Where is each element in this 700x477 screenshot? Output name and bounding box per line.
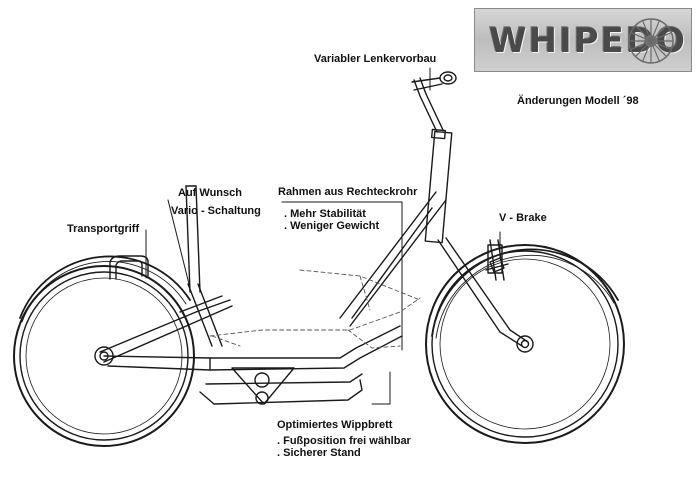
label-brake: V - Brake bbox=[499, 212, 547, 224]
label-board-item1: . Fußposition frei wählbar bbox=[277, 435, 411, 447]
center-pivot bbox=[231, 367, 295, 405]
label-option-title: Auf Wunsch bbox=[178, 187, 242, 199]
rear-fender bbox=[19, 255, 191, 319]
down-tube bbox=[339, 191, 447, 327]
transport-handle bbox=[109, 255, 149, 280]
label-handlebar: Variabler Lenkervorbau bbox=[314, 53, 437, 65]
label-frame-title: Rahmen aus Rechteckrohr bbox=[278, 186, 418, 198]
sun-icon bbox=[628, 18, 674, 64]
front-fender bbox=[431, 248, 619, 337]
rear-wheel bbox=[13, 265, 195, 447]
front-wheel bbox=[425, 244, 625, 444]
label-board-title: Optimiertes Wippbrett bbox=[277, 419, 393, 431]
label-frame-item1: . Mehr Stabilität bbox=[284, 208, 366, 220]
label-board-item2: . Sicherer Stand bbox=[277, 447, 361, 459]
head-tube bbox=[424, 128, 453, 244]
footboard bbox=[103, 325, 403, 405]
drive-chain bbox=[99, 295, 233, 363]
v-brake bbox=[485, 257, 509, 273]
handlebar-stem bbox=[411, 71, 457, 133]
label-option-item: Vario - Schaltung bbox=[171, 205, 261, 217]
label-frame-item2: . Weniger Gewicht bbox=[284, 220, 380, 232]
whipedo-logo: WHIPEDO bbox=[474, 8, 692, 72]
leader-lines bbox=[145, 67, 501, 405]
dashed-outline bbox=[209, 269, 421, 349]
subtitle: Änderungen Modell ´98 bbox=[517, 95, 639, 107]
label-transport: Transportgriff bbox=[67, 223, 140, 235]
